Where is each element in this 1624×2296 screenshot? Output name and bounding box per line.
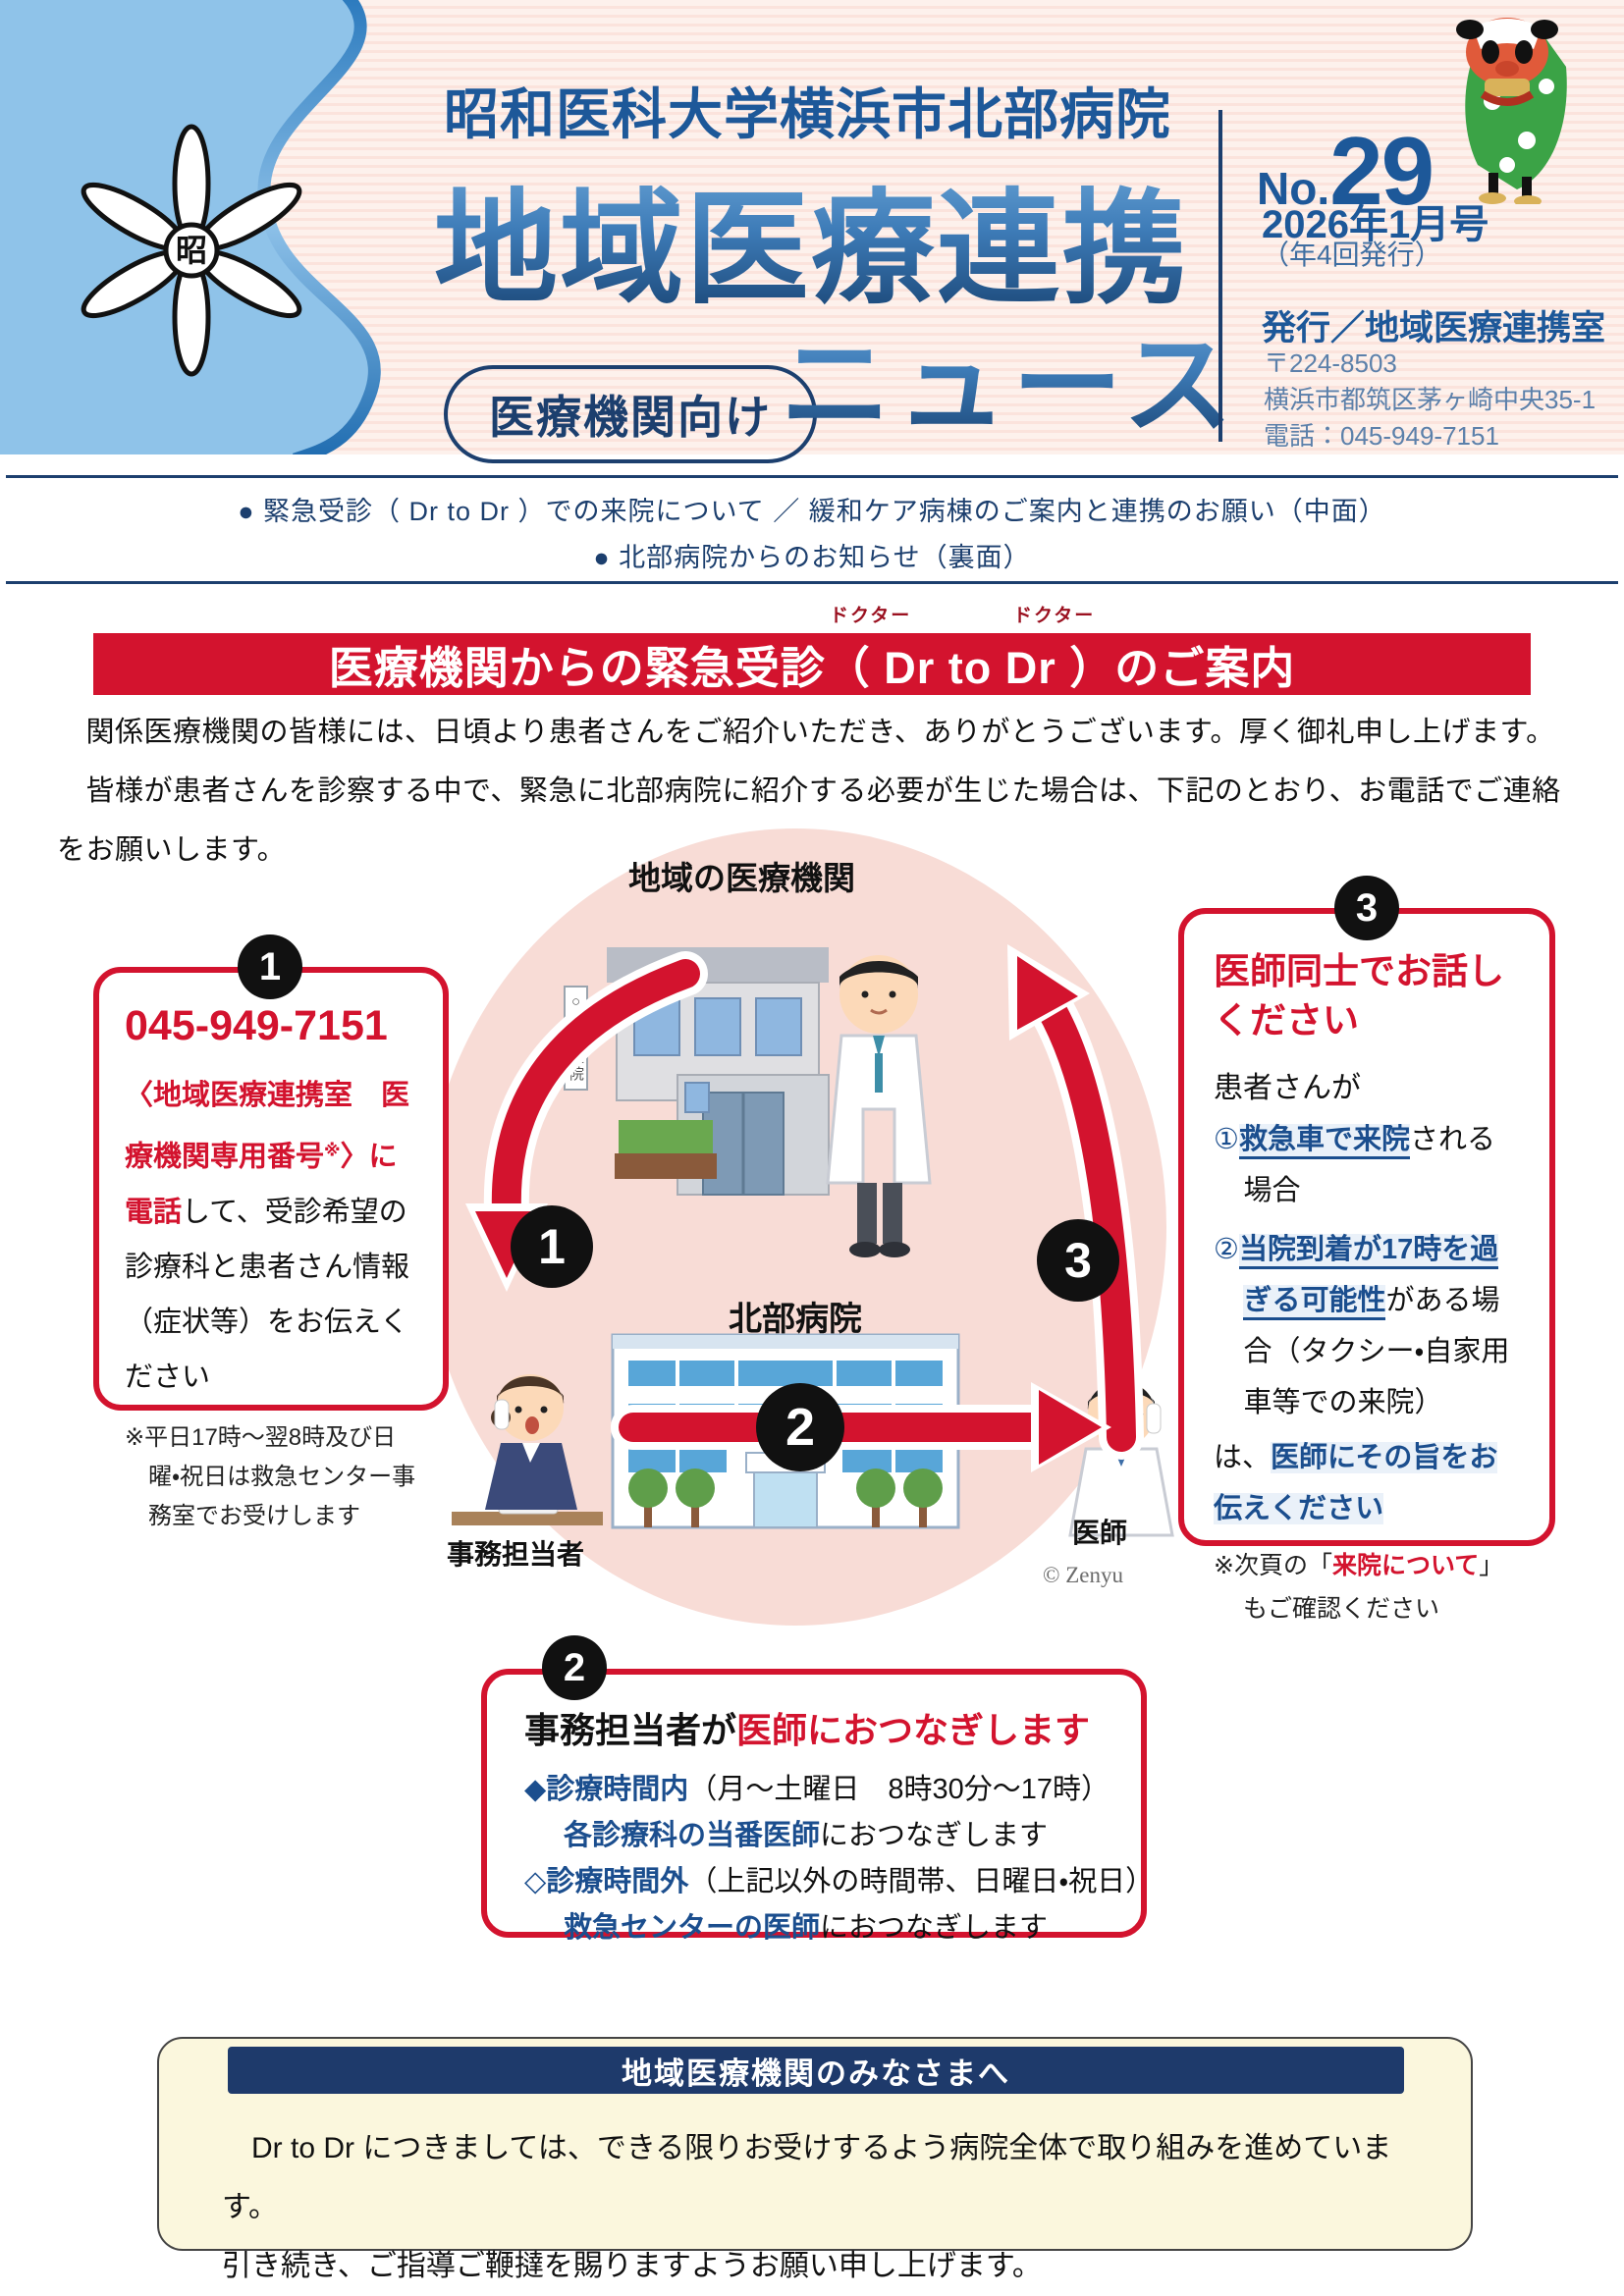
step1-box: 045-949-7151 〈地域医療連携室 医療機関専用番号※〉に電話して、受診… — [93, 967, 449, 1529]
contents-item-1: ● 緊急受診（ Dr to Dr ）での来院について ／ 緩和ケア病棟のご案内と… — [238, 497, 1386, 526]
svg-text:3: 3 — [1064, 1233, 1092, 1288]
diagram-badge-1: 1 — [511, 1205, 593, 1288]
step1-note: ※平日17時～翌8時及び日曜・祝日は救急センター事務室でお受けします — [125, 1418, 419, 1536]
step3-item2-rest: がある場合 — [1243, 1285, 1500, 1367]
svg-text:2: 2 — [785, 1398, 815, 1457]
header-divider — [1218, 110, 1222, 442]
issue-number-value: 29 — [1329, 117, 1435, 225]
step2-row1-detail: （月～土曜日 8時30分～17時） — [688, 1774, 1110, 1805]
lead-banner-title: 医療機関からの緊急受診（ Dr to Dr ）のご案内 — [328, 643, 1296, 693]
illustration-credit: © Zenyu — [1043, 1563, 1123, 1587]
step3-title: 医師同士でお話しください — [1214, 951, 1504, 1041]
rule-bottom — [6, 581, 1618, 584]
step3-item2-paren: （タクシー・自家用車等での来院） — [1243, 1336, 1510, 1418]
step1-instructions: 〈地域医療連携室 医療機関専用番号※〉に電話して、受診希望の診療科と患者さん情報… — [125, 1068, 419, 1405]
step3-item1-rest: される場合 — [1243, 1124, 1496, 1206]
step1-phone-number: 045-949-7151 — [125, 1002, 388, 1049]
clinic-label: 地域の医療機関 — [628, 860, 855, 896]
step2-row1-label: ◆診療時間内 — [524, 1774, 689, 1805]
step2-row-3: ◇診療時間外（上記以外の時間帯、日曜日・祝日） — [524, 1859, 1154, 1905]
issue-number: No.29 — [1257, 116, 1435, 227]
clerk-illustration — [452, 1374, 603, 1525]
issue-frequency: （年4回発行） — [1262, 240, 1442, 270]
newsletter-subtitle: ニュース — [781, 296, 1238, 455]
step3-note-highlight: 来院について — [1331, 1552, 1480, 1579]
diagram-badge-2: 2 — [756, 1383, 844, 1471]
step1-note-marker: ※ — [125, 1423, 145, 1451]
crest-kanji: 昭 — [176, 233, 207, 268]
organization-name: 昭和医科大学横浜市北部病院 — [444, 83, 1171, 145]
step2-row3-label: ◇診療時間外 — [524, 1866, 689, 1897]
intro-line-2: 皆様が患者さんを診察する中で、緊急に北部病院に紹介する必要が生じた場合は、下記の… — [57, 775, 1561, 866]
svg-text:1: 1 — [538, 1219, 566, 1274]
header: 昭 昭和医科大学横浜市北部病院 地域医療連携 医療機関向け ニュース No.29… — [0, 0, 1624, 463]
step2-row-2: 各診療科の当番医師におつなぎします — [524, 1813, 1108, 1859]
step2-row-4: 救急センターの医師におつなぎします — [524, 1905, 1108, 1951]
lead-banner: 医療機関からの緊急受診（ Dr to Dr ）のご案内 — [93, 633, 1531, 695]
step1-note-text: 平日17時～翌8時及び日曜・祝日は救急センター事務室でお受けします — [144, 1423, 416, 1529]
issue-date: 2026年1月号 — [1262, 203, 1489, 246]
step3-note-post: 」もご確認ください — [1243, 1552, 1504, 1623]
step3-item1-highlight: 救急車で来院 — [1239, 1124, 1411, 1159]
step2-row2-label: 各診療科の当番医師 — [564, 1820, 821, 1851]
step2-row4-label: 救急センターの医師 — [564, 1912, 821, 1944]
publisher: 発行／地域医療連携室 — [1262, 309, 1606, 347]
clinic-illustration — [607, 947, 830, 1196]
step1-red-text: 〈地域医療連携室 医療機関専用番号 — [125, 1080, 410, 1173]
step3-badge: 3 — [1334, 876, 1399, 940]
step2-title: 事務担当者が医師におつなぎします — [524, 1702, 1108, 1753]
step3-item-1: ①救急車で来院される場合 — [1214, 1114, 1524, 1216]
contents-item-2: ● 北部病院からのお知らせ（裏面） — [593, 543, 1031, 572]
lion-dance-mascot-icon — [1456, 18, 1567, 204]
step3-item-2: ②当院到着が17時を過ぎる可能性がある場合（タクシー・自家用車等での来院） — [1214, 1224, 1524, 1428]
contents-bar: ● 緊急受診（ Dr to Dr ）での来院について ／ 緩和ケア病棟のご案内と… — [0, 483, 1624, 581]
step2-title-red: 医師におつなぎします — [736, 1710, 1091, 1750]
step3-closing-pre: は、 — [1214, 1442, 1272, 1473]
step2-row3-detail: （上記以外の時間帯、日曜日・祝日） — [688, 1866, 1155, 1897]
diagram-arrows: 1 2 3 — [465, 944, 1144, 1472]
publisher-address: 〒224-8503 横浜市都筑区茅ヶ崎中央35-1 電話：045-949-715… — [1264, 346, 1596, 454]
step3-note-marker: ※ — [1214, 1552, 1234, 1579]
step2-row-1: ◆診療時間内（月～土曜日 8時30分～17時） — [524, 1767, 1110, 1813]
intro-paragraph: 関係医療機関の皆様には、日頃より患者さんをご紹介いただき、ありがとうございます。… — [57, 703, 1569, 880]
step3-lead: 患者さんが — [1214, 1072, 1361, 1104]
clinic-doctor-illustration — [826, 955, 932, 1257]
step2-badge: 2 — [542, 1635, 607, 1700]
clerk-label: 事務担当者 — [447, 1539, 585, 1570]
doctor-label: 医師 — [1072, 1518, 1128, 1548]
street-address: 横浜市都筑区茅ヶ崎中央35-1 — [1264, 385, 1597, 414]
step1-note-ref: ※ — [324, 1141, 341, 1159]
step3-item1-number: ① — [1214, 1124, 1239, 1155]
step3-note: ※次頁の「来院について」もご確認ください — [1214, 1544, 1524, 1630]
step1-black-text: して、受診希望の診療科と患者さん情報（症状等）をお伝えください — [125, 1196, 410, 1393]
step3-item2-number: ② — [1214, 1234, 1239, 1265]
issue-number-label: No. — [1257, 163, 1330, 214]
step1-badge: 1 — [238, 934, 302, 999]
newsletter-title: 地域医療連携 — [434, 149, 1188, 328]
step3-box: 医師同士でお話しください 患者さんが ①救急車で来院される場合 ②当院到着が17… — [1178, 908, 1555, 1623]
step2-row2-detail: におつなぎします — [820, 1820, 1049, 1851]
audience-badge: 医療機関向け — [444, 365, 817, 463]
footer-box: 地域医療機関のみなさまへ Dr to Dr につきましては、できる限りお受けする… — [157, 2037, 1473, 2282]
publisher-phone: 電話：045-949-7151 — [1264, 421, 1499, 451]
step1-red-text-2: 〉に電話 — [125, 1141, 398, 1228]
step2-title-black: 事務担当者が — [524, 1710, 737, 1750]
rule-top — [6, 475, 1618, 478]
intro-line-1: 関係医療機関の皆様には、日頃より患者さんをご紹介いただき、ありがとうございます。… — [57, 717, 1555, 748]
footer-box-body: Dr to Dr につきましては、できる限りお受けするよう病院全体で取り組みを進… — [222, 2119, 1430, 2296]
diagram-badge-3: 3 — [1037, 1219, 1119, 1302]
step3-closing: は、医師にその旨をお伝えください — [1214, 1432, 1524, 1534]
postal-code: 〒224-8503 — [1264, 348, 1397, 378]
footer-box-header: 地域医療機関のみなさまへ — [228, 2047, 1404, 2094]
step2-row4-detail: におつなぎします — [820, 1912, 1049, 1944]
footer-line-2: 引き続き、ご指導ご鞭撻を賜りますようお願い申し上げます。 — [222, 2250, 1042, 2282]
furigana-doctor-1: ドクター — [830, 606, 912, 626]
university-crest-icon: 昭 — [81, 124, 302, 377]
hospital-label: 北部病院 — [729, 1301, 862, 1338]
furigana-doctor-2: ドクター — [1013, 606, 1096, 626]
step3-note-pre: 次頁の「 — [1233, 1552, 1332, 1579]
footer-line-1: Dr to Dr につきましては、できる限りお受けするよう病院全体で取り組みを進… — [222, 2132, 1392, 2223]
step2-box: 事務担当者が医師におつなぎします ◆診療時間内（月～土曜日 8時30分～17時）… — [481, 1669, 1154, 1944]
